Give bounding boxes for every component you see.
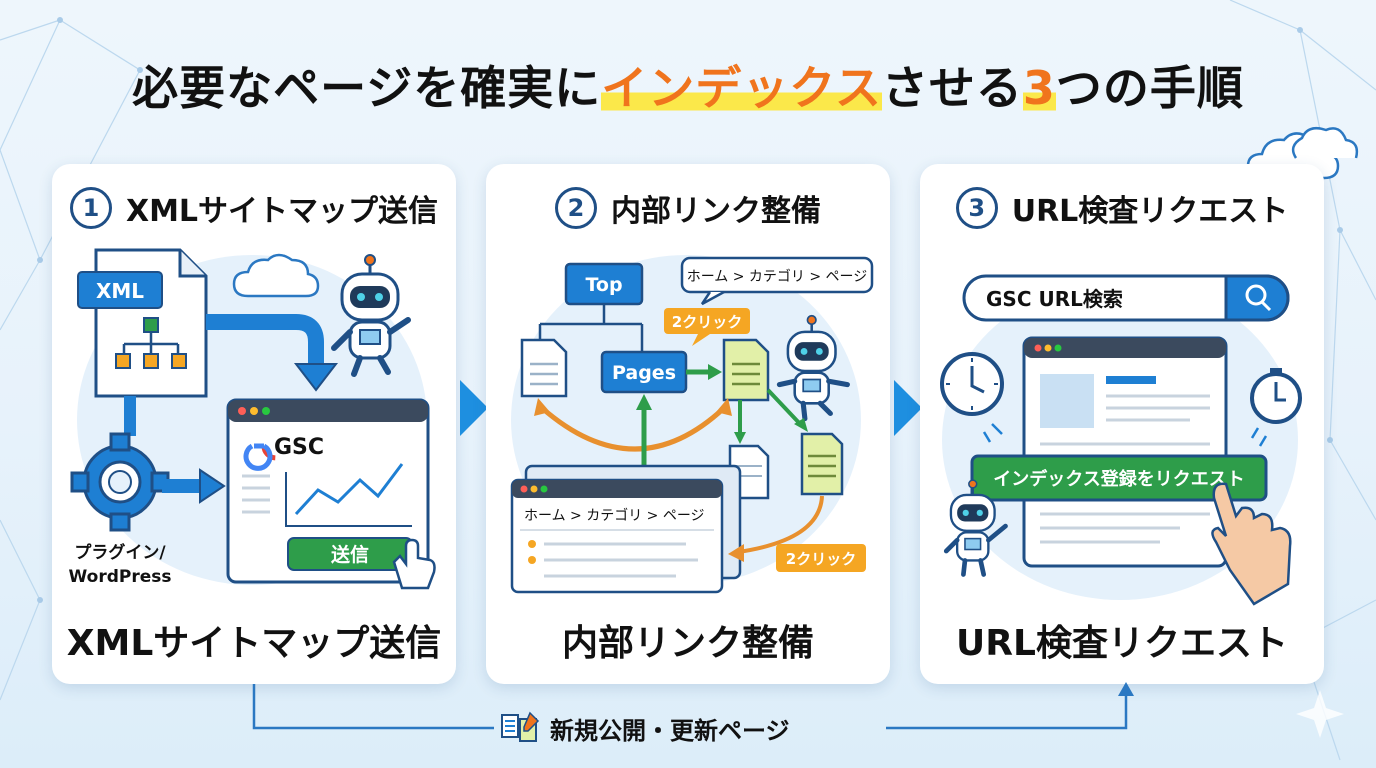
step-bottom-label: 内部リンク整備 <box>561 623 814 664</box>
breadcrumb-text: ホーム > カテゴリ > ページ <box>524 507 705 524</box>
step-arrow-1 <box>460 380 488 436</box>
step-title: XMLサイトマップ送信 <box>125 194 439 229</box>
title-part3: つの手順 <box>1055 61 1244 115</box>
svg-text:Pages: Pages <box>612 362 676 384</box>
cloud-icon <box>232 253 320 298</box>
robot-icon <box>776 314 850 422</box>
gsc-label: GSC <box>274 435 324 460</box>
step-header-3: 3 URL検査リクエスト <box>920 184 1324 232</box>
document-edit-icon <box>501 711 540 742</box>
svg-text:2クリック: 2クリック <box>786 550 856 568</box>
robot-icon <box>331 254 411 377</box>
step-title: URL検査リクエスト <box>1011 194 1289 229</box>
internal-link-illustration: Top ホーム > カテゴリ > ページ 2クリック Pages <box>510 255 874 594</box>
step-header-1: 1 XMLサイトマップ送信 <box>52 184 456 232</box>
step-header-2: 2 内部リンク整備 <box>486 184 890 232</box>
click-badge: 2クリック <box>664 308 750 346</box>
cursor-hand-icon <box>392 538 436 590</box>
search-text: GSC URL検索 <box>986 287 1123 311</box>
step-number-badge: 2 <box>555 187 597 229</box>
title-highlight: インデックス <box>601 61 882 115</box>
title-part2: させる <box>881 61 1023 115</box>
step-number-badge: 1 <box>69 187 112 229</box>
breadcrumb-text: ホーム > カテゴリ > ページ <box>687 268 868 285</box>
gsc-window: GSC 送信 <box>226 398 436 590</box>
breadcrumb-bubble: ホーム > カテゴリ > ページ <box>680 256 874 306</box>
google-g-icon <box>243 431 291 471</box>
clock-icon <box>940 352 1004 416</box>
plugin-label-line1: プラグイン/ <box>74 542 166 563</box>
flow-connector <box>252 682 1134 730</box>
page-title: 必要なページを確実にインデックスさせる3つの手順 <box>0 52 1376 118</box>
step-bottom-label: XMLサイトマップ送信 <box>66 623 442 664</box>
search-input[interactable]: GSC URL検索 <box>962 274 1290 322</box>
step-number-badge: 3 <box>955 187 998 229</box>
request-index-button[interactable]: インデックス登録をリクエスト <box>970 454 1268 502</box>
robot-icon <box>943 479 1008 577</box>
browser-window-icon: ホーム > カテゴリ > ページ <box>510 464 742 594</box>
title-number: 3 <box>1022 61 1056 115</box>
pointing-hand-icon <box>1211 482 1292 606</box>
top-node: Top <box>564 262 644 306</box>
step-bottom-label: URL検査リクエスト <box>956 623 1288 664</box>
flow-label: 新規公開・更新ページ <box>500 708 880 748</box>
line-chart-icon <box>285 463 412 527</box>
step-panel-2: 2 内部リンク整備 Top ホーム > カテゴリ > ページ 2クリック <box>486 164 890 684</box>
document-icon <box>520 338 568 398</box>
document-icon <box>800 432 844 496</box>
step-arrow-2 <box>894 380 922 436</box>
submit-button[interactable]: 送信 <box>287 537 413 571</box>
click-badge: 2クリック <box>776 544 866 572</box>
xml-label: XML <box>96 279 144 303</box>
plugin-label-line2: WordPress <box>69 567 172 587</box>
flow-label-text: 新規公開・更新ページ <box>550 716 790 745</box>
xml-file-icon: XML <box>77 248 208 398</box>
step-panel-1: 1 XMLサイトマップ送信 XML <box>52 164 456 684</box>
browser-window-icon <box>1022 336 1228 568</box>
title-part1: 必要なページを確実に <box>132 61 602 115</box>
svg-text:2クリック: 2クリック <box>672 313 742 331</box>
gear-icon <box>70 432 170 532</box>
document-icon <box>722 338 770 402</box>
submit-label: 送信 <box>331 543 369 566</box>
request-button-label: インデックス登録をリクエスト <box>993 468 1244 490</box>
step-panel-3: 3 URL検査リクエスト GSC URL検索 <box>920 164 1324 684</box>
svg-text:Top: Top <box>585 274 622 296</box>
sitemap-illustration: XML <box>69 248 436 590</box>
search-icon <box>1245 284 1272 312</box>
step-title: 内部リンク整備 <box>611 194 821 229</box>
url-inspection-illustration: GSC URL検索 <box>940 274 1302 606</box>
stopwatch-icon <box>1250 368 1302 424</box>
pages-node: Pages <box>600 350 688 394</box>
